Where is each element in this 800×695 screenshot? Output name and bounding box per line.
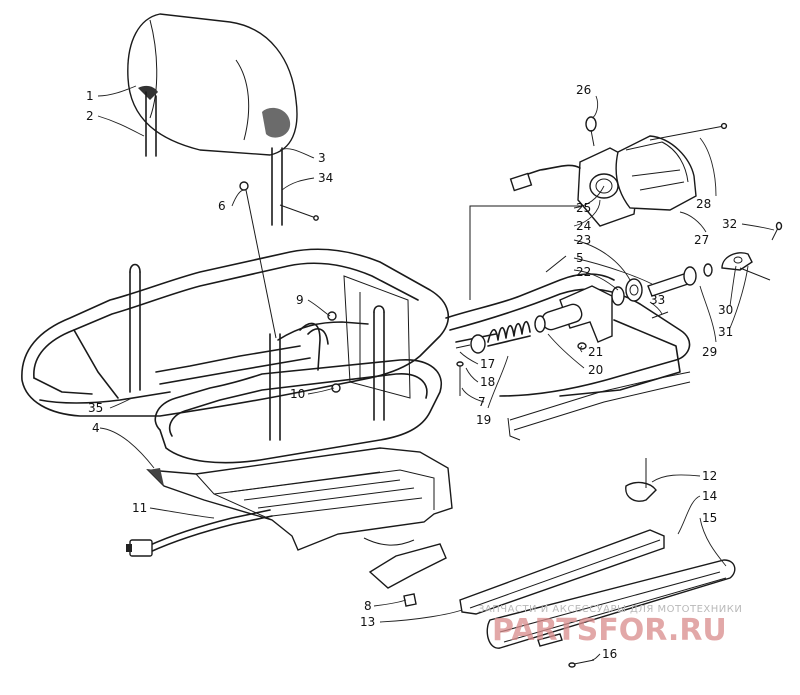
small-fasteners [239,181,669,393]
callout-34: 34 [318,171,333,185]
wire-leader [469,205,596,300]
callout-26: 26 [576,83,591,97]
tail-light-assembly [509,122,728,227]
spring-assembly [455,285,613,396]
callout-35: 35 [88,401,103,415]
callout-31: 31 [718,325,733,339]
rack-front-loop [154,305,442,464]
bumper-bar [459,458,736,668]
callout-17: 17 [480,357,495,371]
callout-5: 5 [576,251,584,265]
wiring-harness [126,509,273,557]
callout-30: 30 [718,303,733,317]
callout-21: 21 [588,345,603,359]
callout-12: 12 [702,469,717,483]
callout-25: 25 [576,201,591,215]
callout-8: 8 [364,599,372,613]
callout-18: 18 [480,375,495,389]
mount-30-31 [721,221,783,281]
bolt-29-sleeve [647,263,713,297]
bulb-26 [585,116,597,147]
bushing-22-23 [611,278,643,306]
deck-plate [146,447,453,551]
callout-9: 9 [296,293,304,307]
callout-labels: 1 2 3 4 5 6 7 8 9 10 11 12 13 14 15 16 1… [86,83,737,661]
callout-7: 7 [478,395,486,409]
backrest-pad [127,13,298,226]
callout-11: 11 [132,501,147,515]
callout-24: 24 [576,219,591,233]
watermark-brand: PARTSFOR.RU [492,613,727,648]
callout-6: 6 [218,199,226,213]
callout-32: 32 [722,217,737,231]
spring [487,320,531,347]
callout-29: 29 [702,345,717,359]
callout-27: 27 [694,233,709,247]
watermark: ЗАПЧАСТИ И АКСЕССУАРЫ ДЛЯ МОТОТЕХНИКИ PA… [478,604,742,648]
callout-28: 28 [696,197,711,211]
callout-3: 3 [318,151,326,165]
callout-2: 2 [86,109,94,123]
callout-4: 4 [92,421,100,435]
callout-23: 23 [576,233,591,247]
leader-lines [97,85,775,661]
callout-10: 10 [290,387,305,401]
callout-13: 13 [360,615,375,629]
callout-16: 16 [602,647,617,661]
lower-bracket [363,537,447,607]
callout-15: 15 [702,511,717,525]
watermark-tagline: ЗАПЧАСТИ И АКСЕССУАРЫ ДЛЯ МОТОТЕХНИКИ [478,604,742,615]
pin-34 [279,204,319,221]
callout-1: 1 [86,89,94,103]
callout-14: 14 [702,489,717,503]
side-panel [343,275,411,399]
callout-33: 33 [650,293,665,307]
callout-19: 19 [476,413,491,427]
callout-22: 22 [576,265,591,279]
callout-20: 20 [588,363,603,377]
